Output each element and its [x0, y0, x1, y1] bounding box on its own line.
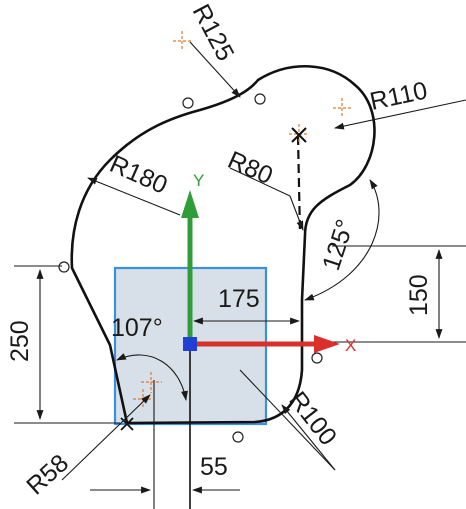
r80-leader-arrow	[289, 195, 304, 231]
dim-r125[interactable]: R125	[187, 0, 240, 66]
dim-angle-107[interactable]: 107°	[111, 314, 163, 342]
r80-leader	[229, 167, 291, 197]
y-axis-label: Y	[193, 171, 204, 190]
x-axis-arrowhead	[314, 335, 340, 353]
angle-107-arc	[116, 353, 188, 401]
r180-leader	[87, 177, 181, 216]
dim-175[interactable]: 175	[218, 285, 260, 313]
corner-cross	[120, 417, 134, 431]
dim-r180[interactable]: R180	[106, 150, 172, 200]
y-axis-arrowhead	[181, 190, 199, 218]
origin-point[interactable]	[183, 337, 197, 351]
dim-angle-125[interactable]: 125°	[317, 216, 360, 274]
r100-leader-arrow	[281, 404, 336, 471]
construction-line-dashed	[296, 135, 302, 235]
dim-r58[interactable]: R58	[21, 449, 74, 501]
tangent-markers	[58, 93, 323, 443]
x-axis-label: X	[345, 336, 356, 355]
r110-leader	[334, 99, 466, 130]
r125-leader	[189, 41, 241, 98]
dim-55[interactable]: 55	[200, 453, 228, 481]
r80-center-cross	[291, 127, 307, 143]
angle-125-arc	[304, 179, 380, 301]
r58-leader	[61, 394, 151, 481]
r100-leader	[239, 369, 336, 471]
dim-r80[interactable]: R80	[224, 146, 277, 190]
dim-250[interactable]: 250	[6, 320, 34, 362]
dim-150[interactable]: 150	[405, 274, 433, 316]
dim-r100[interactable]: R100	[283, 386, 342, 450]
